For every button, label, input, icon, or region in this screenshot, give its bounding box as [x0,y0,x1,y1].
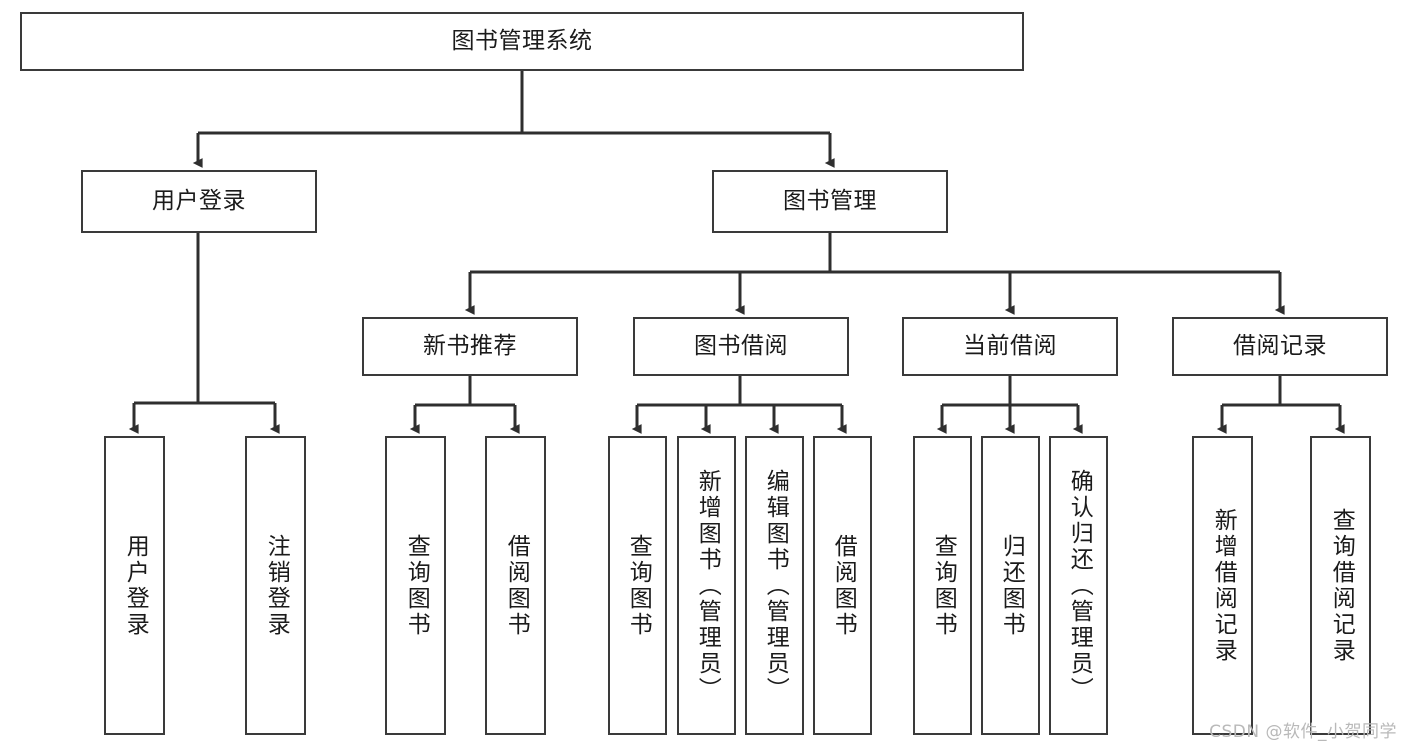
node-borrow-record[interactable]: 借阅记录 [1172,317,1388,376]
leaf-query-book-current-label: 查询图书 [930,533,957,638]
node-current-borrow-label: 当前借阅 [963,332,1057,359]
leaf-query-book-new-label: 查询图书 [403,533,430,638]
node-user-login[interactable]: 用户登录 [81,170,317,233]
leaf-borrow-book-new-label: 借阅图书 [503,533,530,638]
leaf-borrow-book-new[interactable]: 借阅图书 [485,436,546,735]
leaf-add-book-admin-label: 新增图书（管理员） [694,468,721,703]
node-book-management[interactable]: 图书管理 [712,170,948,233]
leaf-add-book-admin[interactable]: 新增图书（管理员） [677,436,736,735]
leaf-borrow-book[interactable]: 借阅图书 [813,436,872,735]
watermark-text: CSDN @软件_小贺同学 [1209,722,1397,742]
leaf-edit-book-admin-label: 编辑图书（管理员） [762,468,789,703]
leaf-confirm-return-admin-label: 确认归还（管理员） [1066,468,1093,703]
node-book-borrow[interactable]: 图书借阅 [633,317,849,376]
node-root-label: 图书管理系统 [451,27,593,54]
node-new-book-recommend-label: 新书推荐 [423,332,517,359]
leaf-query-borrow-record[interactable]: 查询借阅记录 [1310,436,1371,735]
leaf-logout[interactable]: 注销登录 [245,436,306,735]
node-root[interactable]: 图书管理系统 [20,12,1024,71]
leaf-add-borrow-record[interactable]: 新增借阅记录 [1192,436,1253,735]
leaf-return-book[interactable]: 归还图书 [981,436,1040,735]
node-new-book-recommend[interactable]: 新书推荐 [362,317,578,376]
node-book-borrow-label: 图书借阅 [694,332,788,359]
node-book-management-label: 图书管理 [783,187,877,214]
leaf-logout-label: 注销登录 [263,533,290,638]
node-current-borrow[interactable]: 当前借阅 [902,317,1118,376]
leaf-query-book-borrow[interactable]: 查询图书 [608,436,667,735]
node-user-login-label: 用户登录 [152,187,246,214]
node-borrow-record-label: 借阅记录 [1233,332,1327,359]
leaf-query-borrow-record-label: 查询借阅记录 [1328,507,1355,664]
leaf-confirm-return-admin[interactable]: 确认归还（管理员） [1049,436,1108,735]
leaf-edit-book-admin[interactable]: 编辑图书（管理员） [745,436,804,735]
leaf-query-book-new[interactable]: 查询图书 [385,436,446,735]
leaf-user-login[interactable]: 用户登录 [104,436,165,735]
leaf-query-book-current[interactable]: 查询图书 [913,436,972,735]
leaf-return-book-label: 归还图书 [998,533,1025,638]
leaf-query-book-borrow-label: 查询图书 [625,533,652,638]
leaf-borrow-book-label: 借阅图书 [830,533,857,638]
leaf-user-login-label: 用户登录 [122,533,149,638]
leaf-add-borrow-record-label: 新增借阅记录 [1210,507,1237,664]
